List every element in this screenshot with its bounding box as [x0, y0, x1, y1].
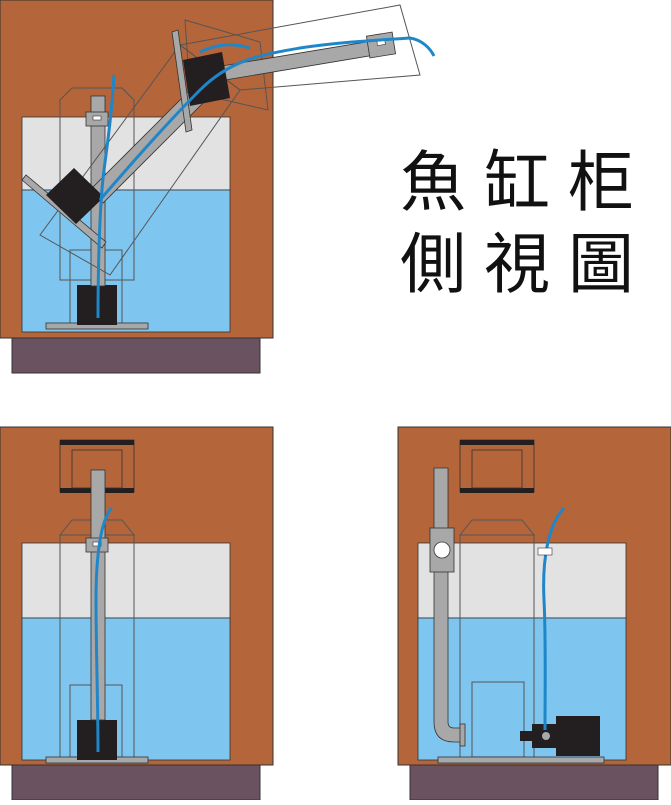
pipe-clip-slot [92, 541, 102, 547]
tube-clip [537, 547, 553, 556]
blue-air-tube-top [199, 43, 251, 54]
pipe-clip-slot [92, 115, 102, 121]
tank-air-gap [21, 542, 231, 619]
upper-tilt-plate [171, 29, 193, 133]
skimmer-cup-inner [471, 449, 523, 489]
cabinet-base [11, 764, 261, 801]
lower-tilted-pump [46, 168, 104, 224]
blue-air-tube [94, 506, 114, 753]
cabinet-base [409, 764, 659, 801]
tank-water [21, 189, 231, 333]
diagram-title-line-1: 魚缸柜 [400, 144, 652, 221]
blue-air-tube-vertical [96, 74, 116, 319]
skimmer-column-outline [59, 87, 135, 281]
panel-side-skimmer-view [397, 426, 671, 801]
skimmer-cup-lid [60, 440, 134, 445]
panel-front-skimmer-view [0, 426, 274, 801]
pump-motor [556, 716, 600, 756]
base-plate [437, 756, 605, 764]
blue-air-tube [542, 506, 566, 731]
blue-air-tube-diagonal [98, 36, 436, 201]
tank-water [21, 617, 231, 761]
upper-tilted-pump [183, 52, 230, 106]
pump-shaft [542, 732, 550, 740]
pump-inlet [520, 731, 534, 741]
skimmer-cup-rim [460, 488, 534, 493]
diagram-title-line-2: 側視圖 [400, 226, 652, 303]
cabinet-base [11, 337, 261, 374]
pipe-flange [459, 723, 466, 747]
panel-tilted-skimmer-view [0, 0, 436, 374]
skimmer-cup-lid [460, 440, 534, 445]
valve-knob [433, 541, 451, 559]
skimmer-cup [459, 439, 535, 493]
